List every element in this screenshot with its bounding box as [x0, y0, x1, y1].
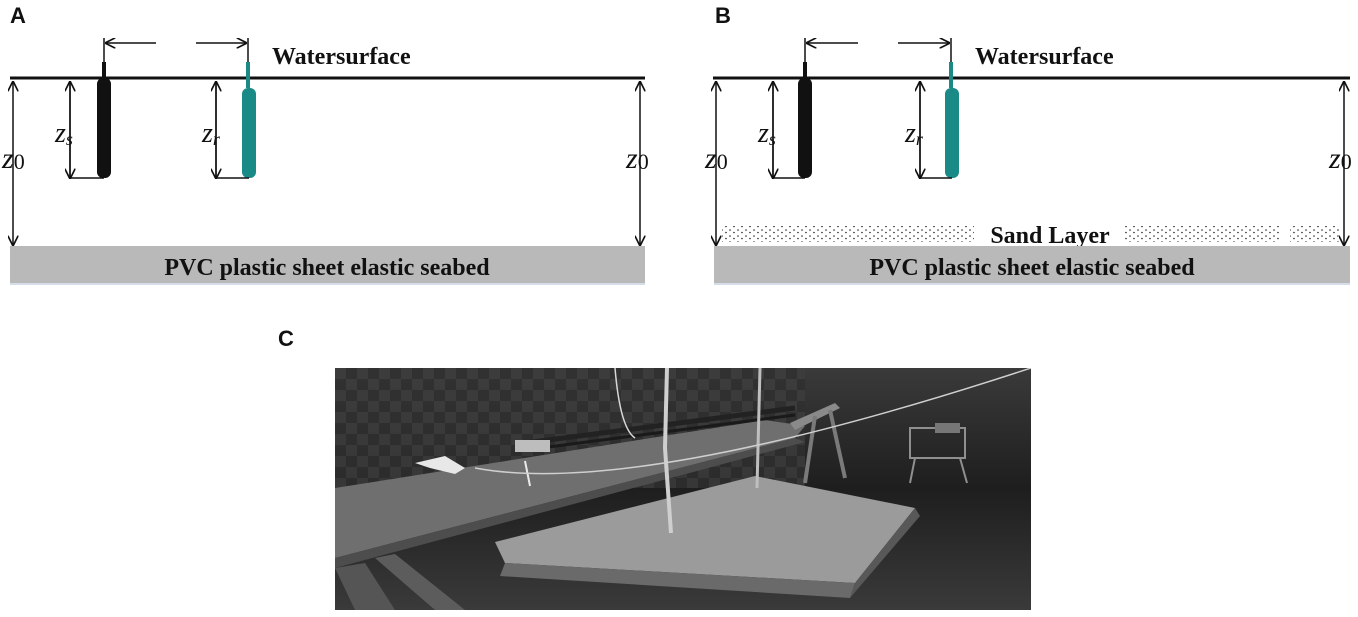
- panel-c-letter: C: [278, 326, 294, 351]
- sand-layer-left: [722, 226, 974, 242]
- seabed-label: PVC plastic sheet elastic seabed: [869, 255, 1195, 281]
- seabed-label: PVC plastic sheet elastic seabed: [164, 255, 490, 281]
- panel-a-diagram: Watersurface zs zr z0 z0 PVC plastic she…: [1, 38, 649, 285]
- source-transducer: [798, 78, 812, 178]
- zs-label: zs: [757, 118, 776, 149]
- receiver-hydrophone: [945, 88, 959, 178]
- panel-b-letter: B: [715, 3, 731, 28]
- panel-a-letter: A: [10, 3, 26, 28]
- z0-right-label: z0: [1328, 142, 1352, 175]
- panel-b-diagram: Watersurface zs zr z0 z0 Sand Layer PVC …: [704, 38, 1352, 285]
- sand-layer-middle: [1124, 226, 1280, 242]
- beam-support: [335, 563, 395, 610]
- seabed-platform: [495, 476, 915, 583]
- water-surface-label: Watersurface: [975, 44, 1114, 70]
- source-rod: [662, 368, 673, 534]
- sand-layer-right: [1290, 226, 1340, 242]
- zr-label: zr: [904, 118, 924, 149]
- seabed-sheet: [10, 246, 645, 283]
- receiver-hydrophone: [242, 88, 256, 178]
- seabed-sheet: [714, 246, 1350, 283]
- experiment-photo-drawing: [335, 368, 1031, 610]
- zs-label: zs: [54, 118, 73, 149]
- z0-left-label: z0: [704, 142, 728, 175]
- wooden-beam: [335, 420, 805, 558]
- zr-label: zr: [201, 118, 221, 149]
- receiver-rod: [755, 368, 762, 489]
- receiver-cable: [949, 62, 953, 88]
- z0-right-label: z0: [625, 142, 649, 175]
- experiment-photo: [335, 368, 1031, 610]
- sand-layer-label: Sand Layer: [990, 223, 1110, 249]
- z0-left-label: z0: [1, 142, 25, 175]
- source-cable: [102, 62, 106, 78]
- water-surface-label: Watersurface: [272, 44, 411, 70]
- receiver-cable: [246, 62, 250, 88]
- source-transducer: [97, 78, 111, 178]
- schematic-diagrams: Watersurface zs zr z0 z0 PVC plastic she…: [1, 0, 1352, 285]
- source-cable: [803, 62, 807, 78]
